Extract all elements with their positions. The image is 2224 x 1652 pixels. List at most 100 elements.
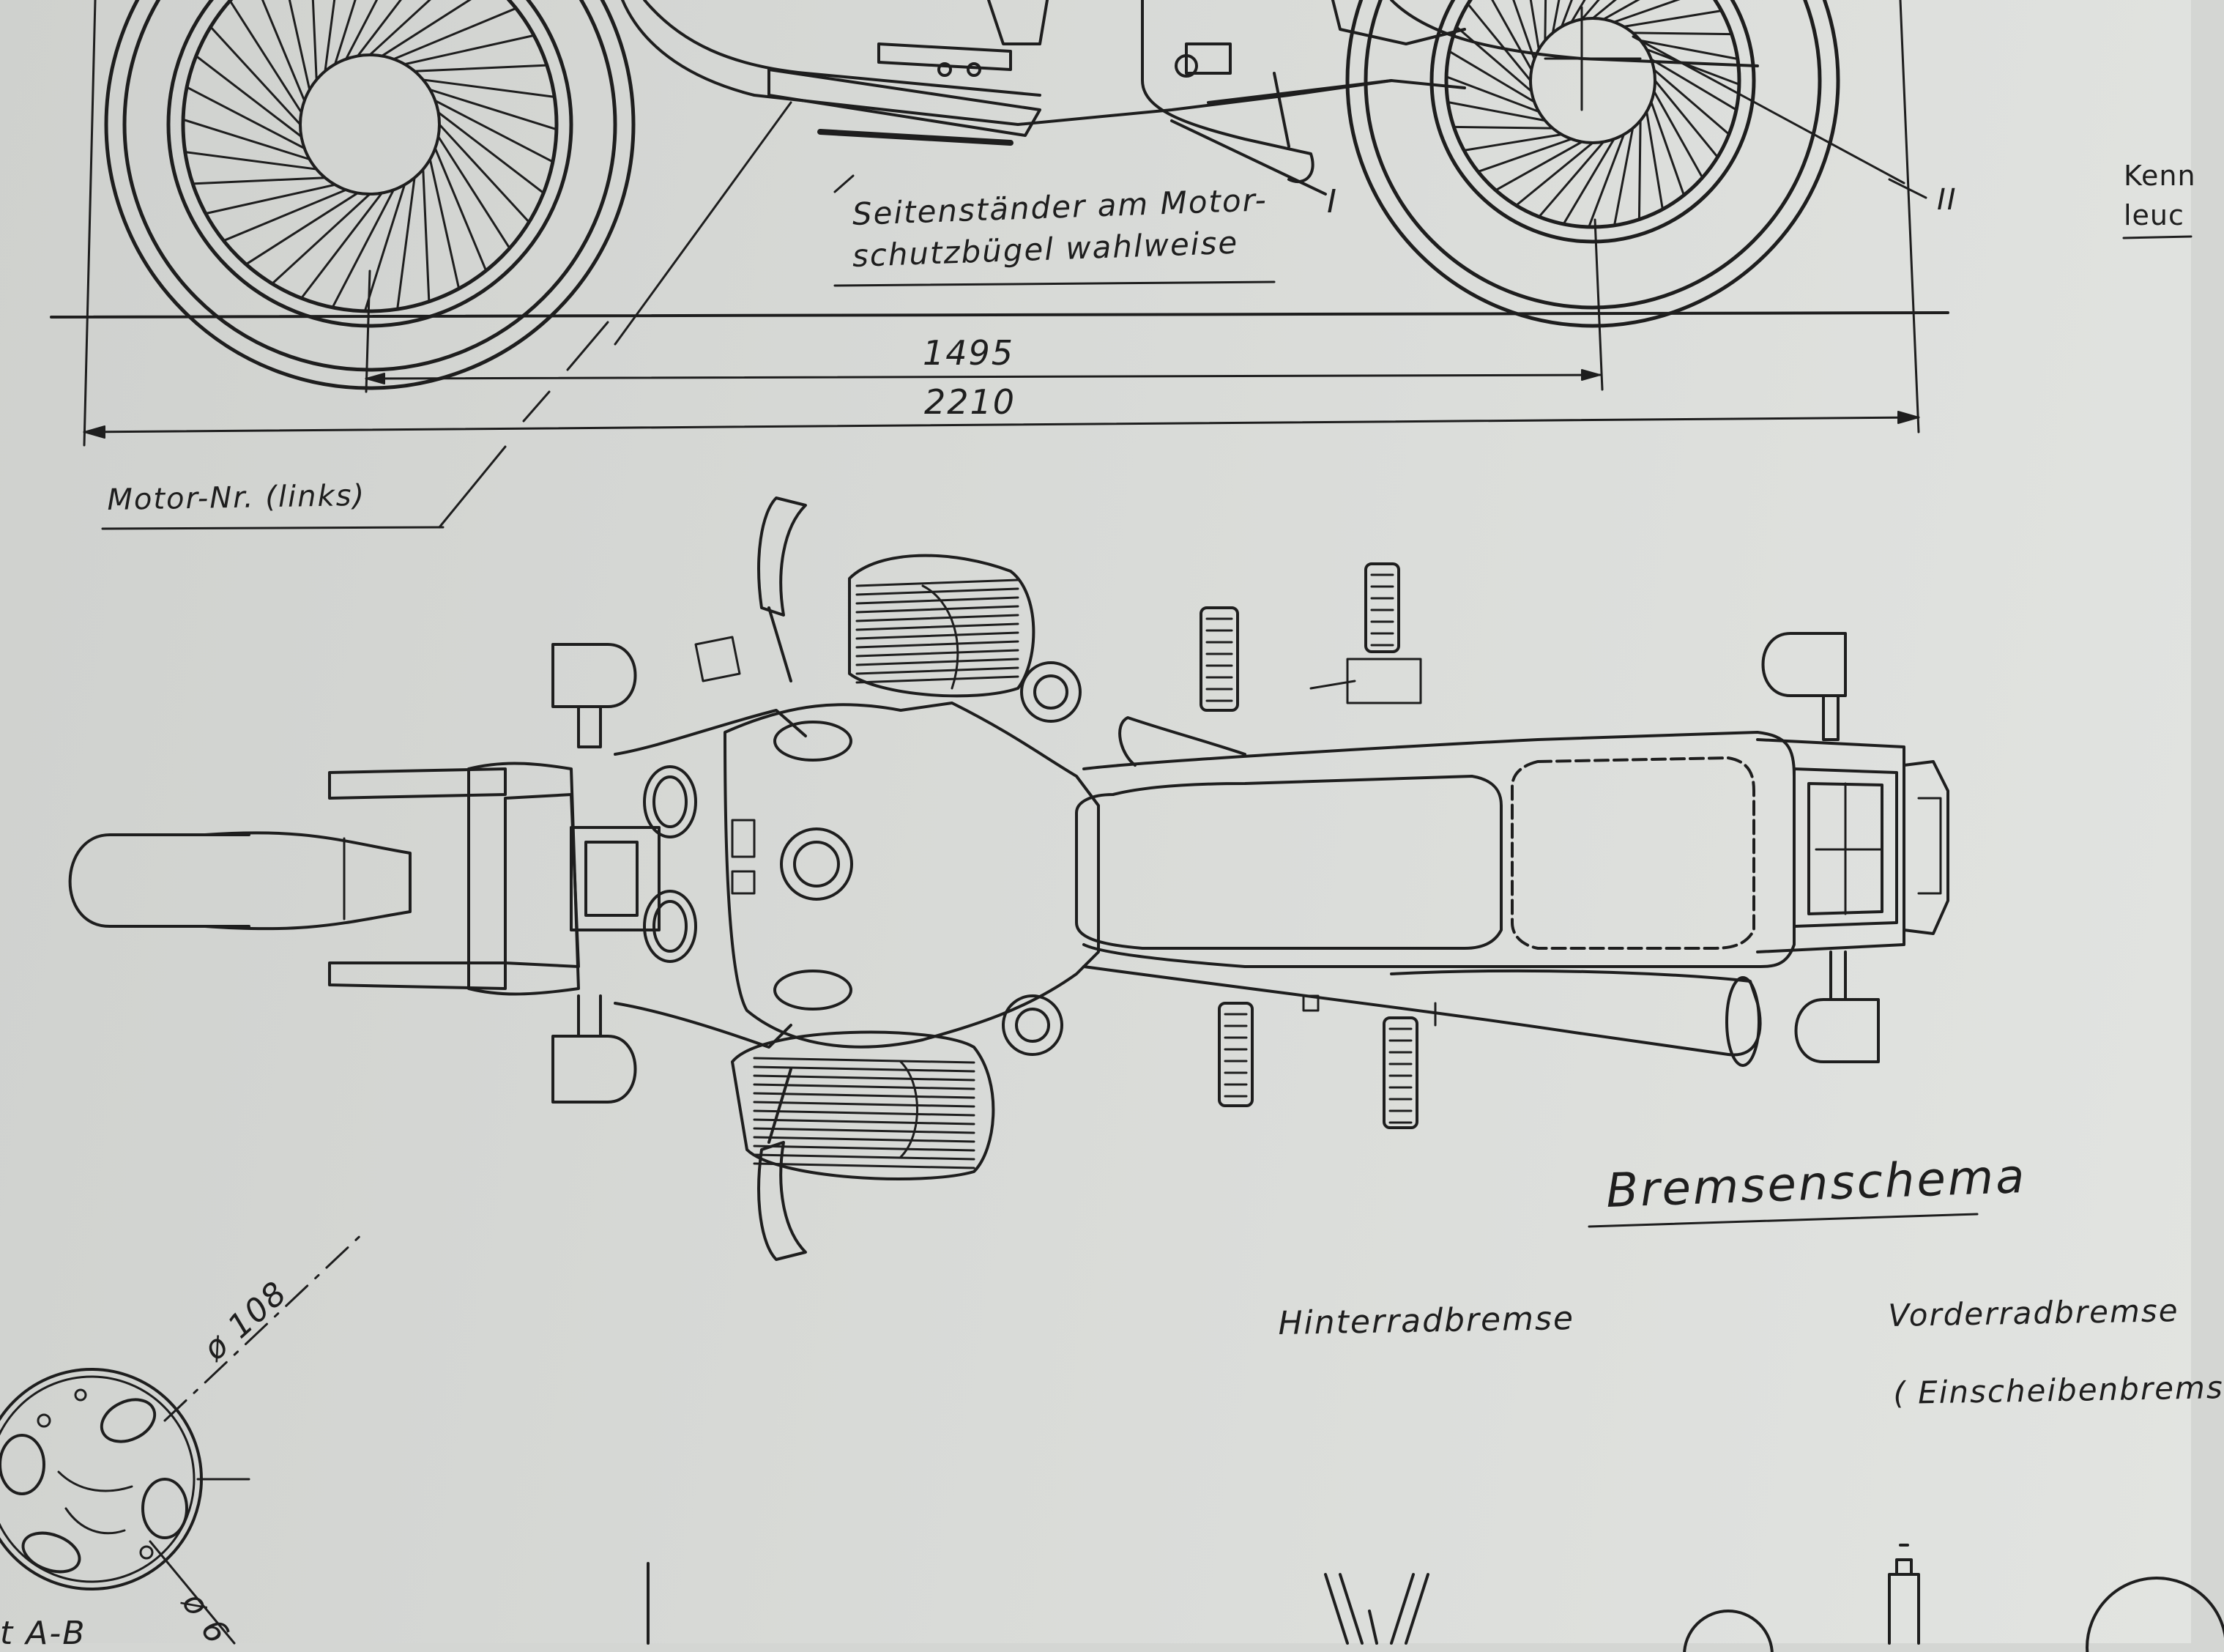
wheel-spoke xyxy=(1455,26,1533,93)
rear-brake-label: Hinterradbremse xyxy=(1278,1299,1575,1342)
front-brake-note: ( Einscheibenbrems xyxy=(1893,1369,2224,1411)
cylinder-fin xyxy=(753,1162,975,1169)
dim-line-2210 xyxy=(83,416,1920,434)
wheel-spoke xyxy=(324,0,336,72)
wheel-spoke xyxy=(396,176,416,310)
wheel-spoke xyxy=(1561,0,1573,28)
wheel-spoke xyxy=(1588,133,1625,228)
wheel-spoke xyxy=(437,135,511,250)
cylinder-fin xyxy=(753,1136,975,1143)
wheel-spoke xyxy=(271,193,371,285)
cylinder-fin xyxy=(855,666,1019,675)
bottom-cropped-parts xyxy=(647,1544,2224,1652)
wheel-spoke xyxy=(184,151,318,171)
dim-line-1495 xyxy=(365,373,1602,380)
wheel-spoke xyxy=(437,111,545,195)
wheel-spoke xyxy=(1544,0,1547,42)
wheel-spoke xyxy=(380,0,472,57)
engine-frame xyxy=(621,0,1759,184)
cylinder-fin xyxy=(855,578,1019,587)
marker-two: II xyxy=(1937,183,1957,217)
wheel-spoke xyxy=(428,89,558,131)
cylinder-fin xyxy=(753,1109,975,1117)
wheel-spoke xyxy=(422,78,556,98)
wheel-spoke xyxy=(1538,141,1605,218)
wheel-spoke xyxy=(1445,75,1540,113)
wheel-spoke xyxy=(403,34,535,66)
wheel-spoke xyxy=(191,176,327,185)
wheel-spoke xyxy=(1645,111,1664,211)
wheel-spoke xyxy=(1462,133,1563,152)
wheel-spoke xyxy=(1512,0,1536,61)
marker-one: I xyxy=(1327,183,1338,220)
cylinder-fin xyxy=(855,640,1019,649)
front-brake-label: Vorderradbremse xyxy=(1888,1292,2179,1333)
wheel-spoke xyxy=(261,0,306,103)
wheel-spoke xyxy=(428,158,461,290)
wheel-spoke xyxy=(1491,0,1533,71)
side-view xyxy=(50,0,2193,530)
wheel-spoke xyxy=(1613,127,1634,227)
wheel-spoke xyxy=(1514,141,1594,207)
dimension-overall-length: 2210 xyxy=(924,382,1016,422)
wheel-spoke xyxy=(1446,101,1547,122)
wheel-spoke xyxy=(434,100,554,163)
cylinder-fin xyxy=(855,587,1019,596)
cylinder-fin xyxy=(855,675,1019,684)
rear-wheel xyxy=(1345,0,1840,328)
motor-number-label: Motor-Nr. (links) xyxy=(107,478,366,517)
wheel-spoke xyxy=(363,183,406,313)
cylinder-fin xyxy=(855,605,1019,614)
front-wheel xyxy=(104,0,636,390)
wheel-spoke xyxy=(195,54,302,138)
right-edge-text-line1: Kenn xyxy=(2124,160,2196,192)
cylinder-fin xyxy=(753,1057,975,1064)
wheel-spoke xyxy=(1653,68,1730,135)
wheel-spoke xyxy=(288,0,311,91)
cylinder-fin xyxy=(753,1153,975,1161)
wheel-spoke xyxy=(1645,48,1741,86)
brake-disc-drawing xyxy=(0,1229,368,1645)
wheel-spoke xyxy=(1466,2,1532,82)
wheel-spoke xyxy=(185,86,306,149)
wheel-spoke xyxy=(434,146,488,272)
wheel-spoke xyxy=(413,64,548,72)
wheel-spoke xyxy=(357,0,402,57)
wheel-spoke xyxy=(331,188,395,309)
wheel-spoke xyxy=(1613,0,1681,23)
top-view xyxy=(68,496,1949,1261)
cylinder-fin xyxy=(753,1145,975,1152)
wheel-spoke xyxy=(1494,141,1583,192)
wheel-spoke xyxy=(1476,138,1573,173)
wheel-spoke xyxy=(1602,0,1640,21)
cylinder-fin xyxy=(855,631,1019,640)
cylinder-fin xyxy=(753,1101,975,1108)
wheel-spoke xyxy=(1623,10,1723,28)
cylinder-fin xyxy=(753,1127,975,1134)
wheel-spoke xyxy=(334,0,357,66)
cylinder-fin xyxy=(855,614,1019,622)
wheel-spoke xyxy=(345,0,379,61)
wheel-spoke xyxy=(300,192,383,299)
dimension-wheelbase: 1495 xyxy=(923,333,1015,373)
cylinder-fin xyxy=(753,1074,975,1082)
section-label: t A-B xyxy=(0,1615,86,1652)
right-edge-text-line2: leuc xyxy=(2124,199,2184,231)
wheel-spoke xyxy=(1650,58,1738,111)
footpegs xyxy=(1200,562,1418,1129)
wheel-spoke xyxy=(438,123,530,223)
wheel-spoke xyxy=(1529,0,1540,51)
cylinder-fin xyxy=(753,1065,975,1073)
wheel-spoke xyxy=(368,0,431,56)
wheel-spoke xyxy=(1452,125,1554,130)
cylinder-fin xyxy=(855,596,1019,605)
wheel-spoke xyxy=(1562,138,1615,226)
wheel-spoke xyxy=(392,7,518,61)
wheel-spoke xyxy=(1632,31,1733,36)
cylinder-fin xyxy=(753,1118,975,1125)
wheel-spoke xyxy=(1650,100,1685,197)
cylinder-fin xyxy=(855,622,1019,631)
wheel-spoke xyxy=(311,0,318,81)
